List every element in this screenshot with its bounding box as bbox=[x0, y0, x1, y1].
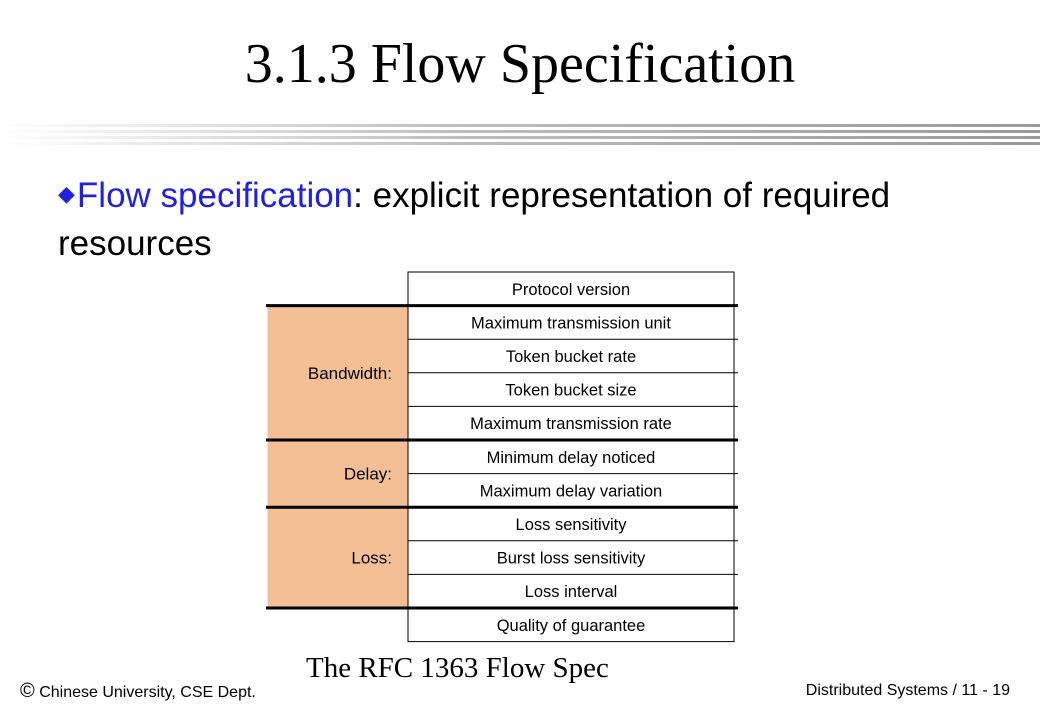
field-label-3: Token bucket size bbox=[505, 382, 636, 400]
bullet-point: ◆Flow specification: explicit representa… bbox=[58, 170, 1018, 268]
title-rule bbox=[0, 124, 1040, 145]
diamond-bullet-icon: ◆ bbox=[58, 181, 75, 206]
bullet-text: : explicit representation of required re… bbox=[58, 176, 891, 263]
field-label-10: Quality of guarantee bbox=[497, 617, 646, 635]
group-panel-1 bbox=[266, 440, 408, 508]
field-label-6: Maximum delay variation bbox=[480, 482, 662, 500]
field-label-1: Maximum transmission unit bbox=[471, 314, 671, 332]
group-panel-0 bbox=[266, 305, 408, 440]
field-label-2: Token bucket rate bbox=[506, 348, 636, 366]
field-label-5: Minimum delay noticed bbox=[487, 449, 656, 467]
group-label-2: Loss: bbox=[351, 549, 392, 568]
field-label-0: Protocol version bbox=[512, 281, 630, 299]
copyright-icon: © bbox=[20, 680, 35, 702]
group-label-1: Delay: bbox=[344, 465, 392, 484]
diagram-caption: The RFC 1363 Flow Spec bbox=[306, 652, 609, 684]
group-panel-2 bbox=[266, 507, 408, 608]
group-label-0: Bandwidth: bbox=[308, 364, 392, 383]
footer-copyright: © Chinese University, CSE Dept. bbox=[20, 680, 256, 704]
field-label-4: Maximum transmission rate bbox=[470, 415, 672, 433]
bullet-term: Flow specification bbox=[76, 176, 354, 215]
footer-page-info: Distributed Systems / 11 - 19 bbox=[805, 682, 1010, 699]
field-label-9: Loss interval bbox=[525, 583, 618, 601]
field-label-7: Loss sensitivity bbox=[516, 516, 628, 534]
field-box bbox=[407, 271, 735, 643]
field-label-8: Burst loss sensitivity bbox=[497, 550, 646, 568]
footer-org: Chinese University, CSE Dept. bbox=[34, 684, 256, 701]
slide-title: 3.1.3 Flow Specification bbox=[244, 33, 796, 95]
